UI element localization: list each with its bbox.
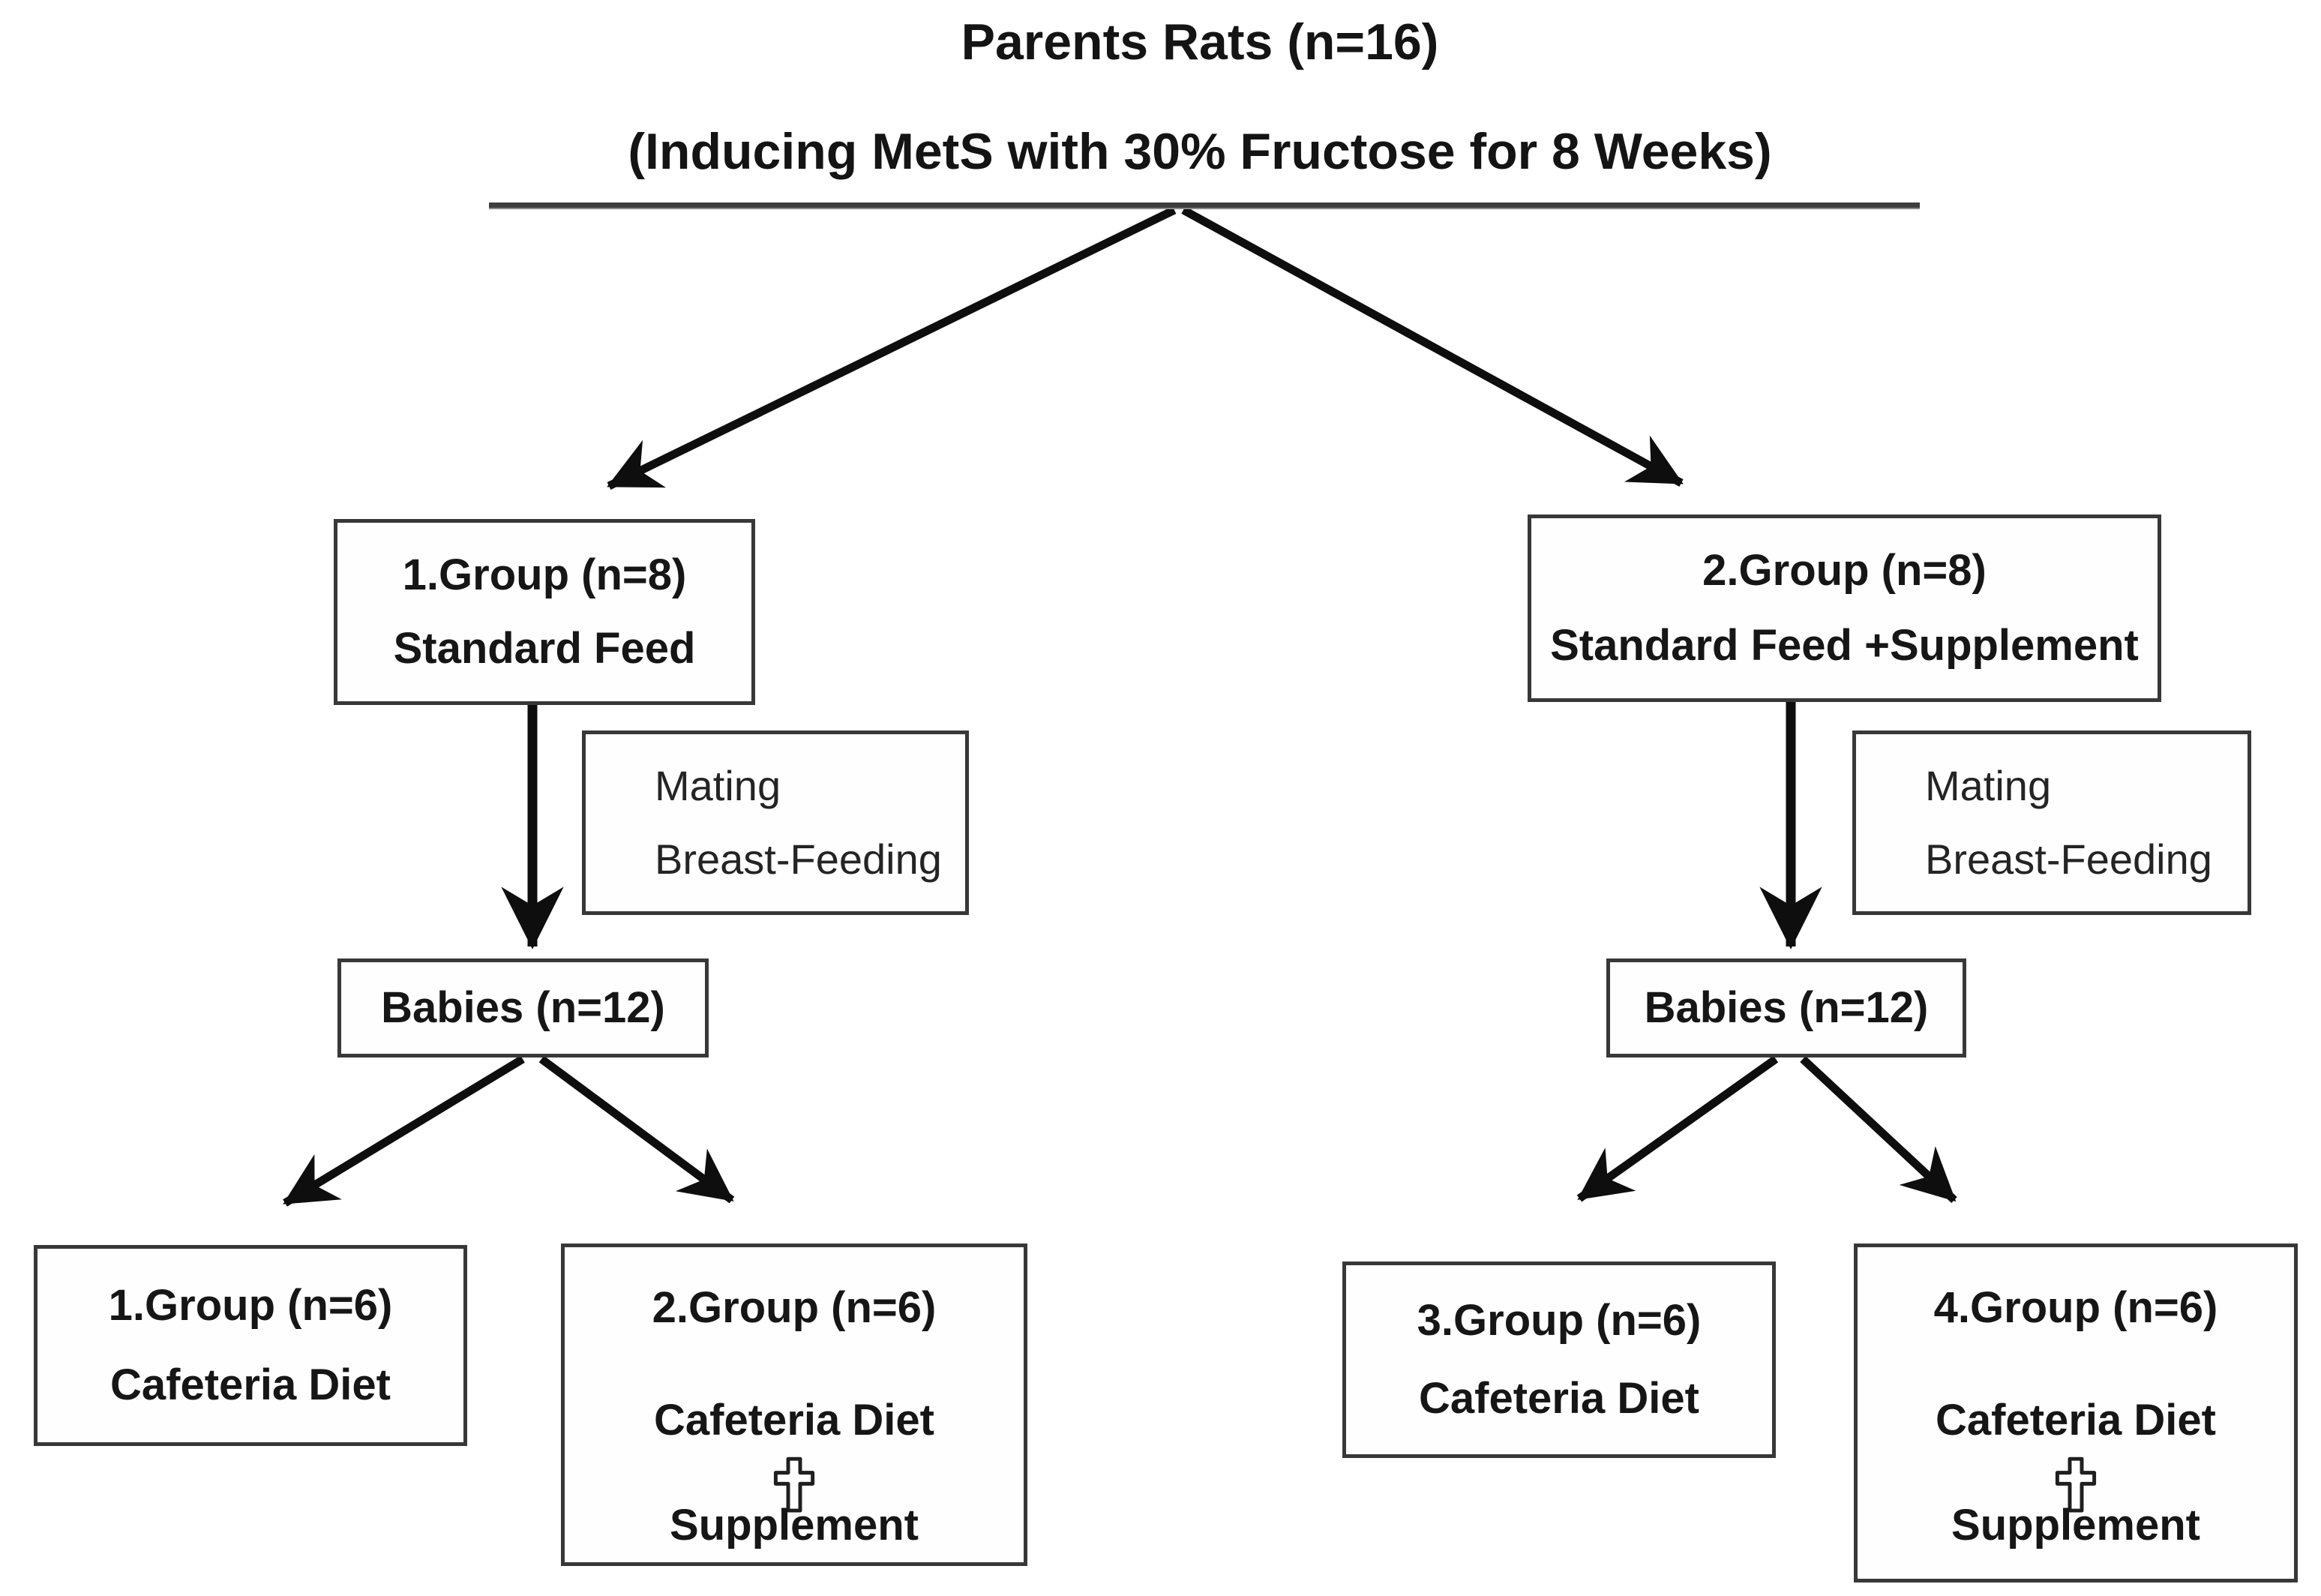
group-label: 1.Group (n=8) [402,550,687,599]
group2-parent-box: 2.Group (n=8) Standard Feed +Supplement [1528,514,2161,702]
group-label: 2.Group (n=8) [1702,546,1987,596]
group-label: 2.Group (n=6) [652,1283,937,1332]
arrow-parents-to-group1 [607,206,1177,490]
breast-feeding-label: Breast-Feeding [1925,835,2212,883]
arrow-babies2-to-child3 [1576,1055,1779,1202]
babies-label: Babies (n=12) [1644,983,1929,1032]
child-group3-box: 3.Group (n=6) Cafeteria Diet [1342,1262,1776,1458]
feed-label: Standard Feed [393,624,696,674]
child-group2-box: 2.Group (n=6) Cafeteria Diet Supplement [561,1244,1027,1566]
supplement-label: Supplement [1951,1501,2200,1550]
babies-box-right: Babies (n=12) [1606,958,1966,1058]
mating-box-left: Mating Breast-Feeding [582,730,969,915]
diet-label: Cafeteria Diet [110,1360,391,1409]
feed-label: Standard Feed +Supplement [1550,620,2139,670]
arrow-babies1-to-child2 [538,1055,735,1204]
mating-label: Mating [655,762,781,810]
diet-label: Cafeteria Diet [1419,1373,1699,1423]
diet-label: Cafeteria Diet [654,1396,934,1444]
mating-box-right: Mating Breast-Feeding [1852,730,2251,915]
babies-box-left: Babies (n=12) [337,958,709,1058]
child-group1-box: 1.Group (n=6) Cafeteria Diet [34,1245,467,1446]
figure-title: Parents Rats (n=16) [961,14,1439,70]
supplement-label: Supplement [670,1501,919,1550]
group-label: 3.Group (n=6) [1417,1296,1702,1346]
divider-line [489,202,1920,209]
breast-feeding-label: Breast-Feeding [655,835,942,883]
arrow-babies1-to-child1 [283,1055,525,1207]
arrow-parents-to-group2 [1181,206,1684,487]
plus-cross-icon [2053,1454,2099,1514]
diet-label: Cafeteria Diet [1936,1396,2216,1444]
child-group4-box: 4.Group (n=6) Cafeteria Diet Supplement [1854,1244,2298,1582]
plus-cross-icon [771,1454,817,1514]
arrow-babies2-to-child4 [1800,1055,1957,1204]
figure-subtitle: (Inducing MetS with 30% Fructose for 8 W… [628,123,1772,180]
group-label: 4.Group (n=6) [1933,1283,2218,1332]
mating-label: Mating [1925,762,2052,810]
group1-parent-box: 1.Group (n=8) Standard Feed [334,519,755,705]
group-label: 1.Group (n=6) [108,1281,393,1330]
babies-label: Babies (n=12) [381,983,665,1032]
